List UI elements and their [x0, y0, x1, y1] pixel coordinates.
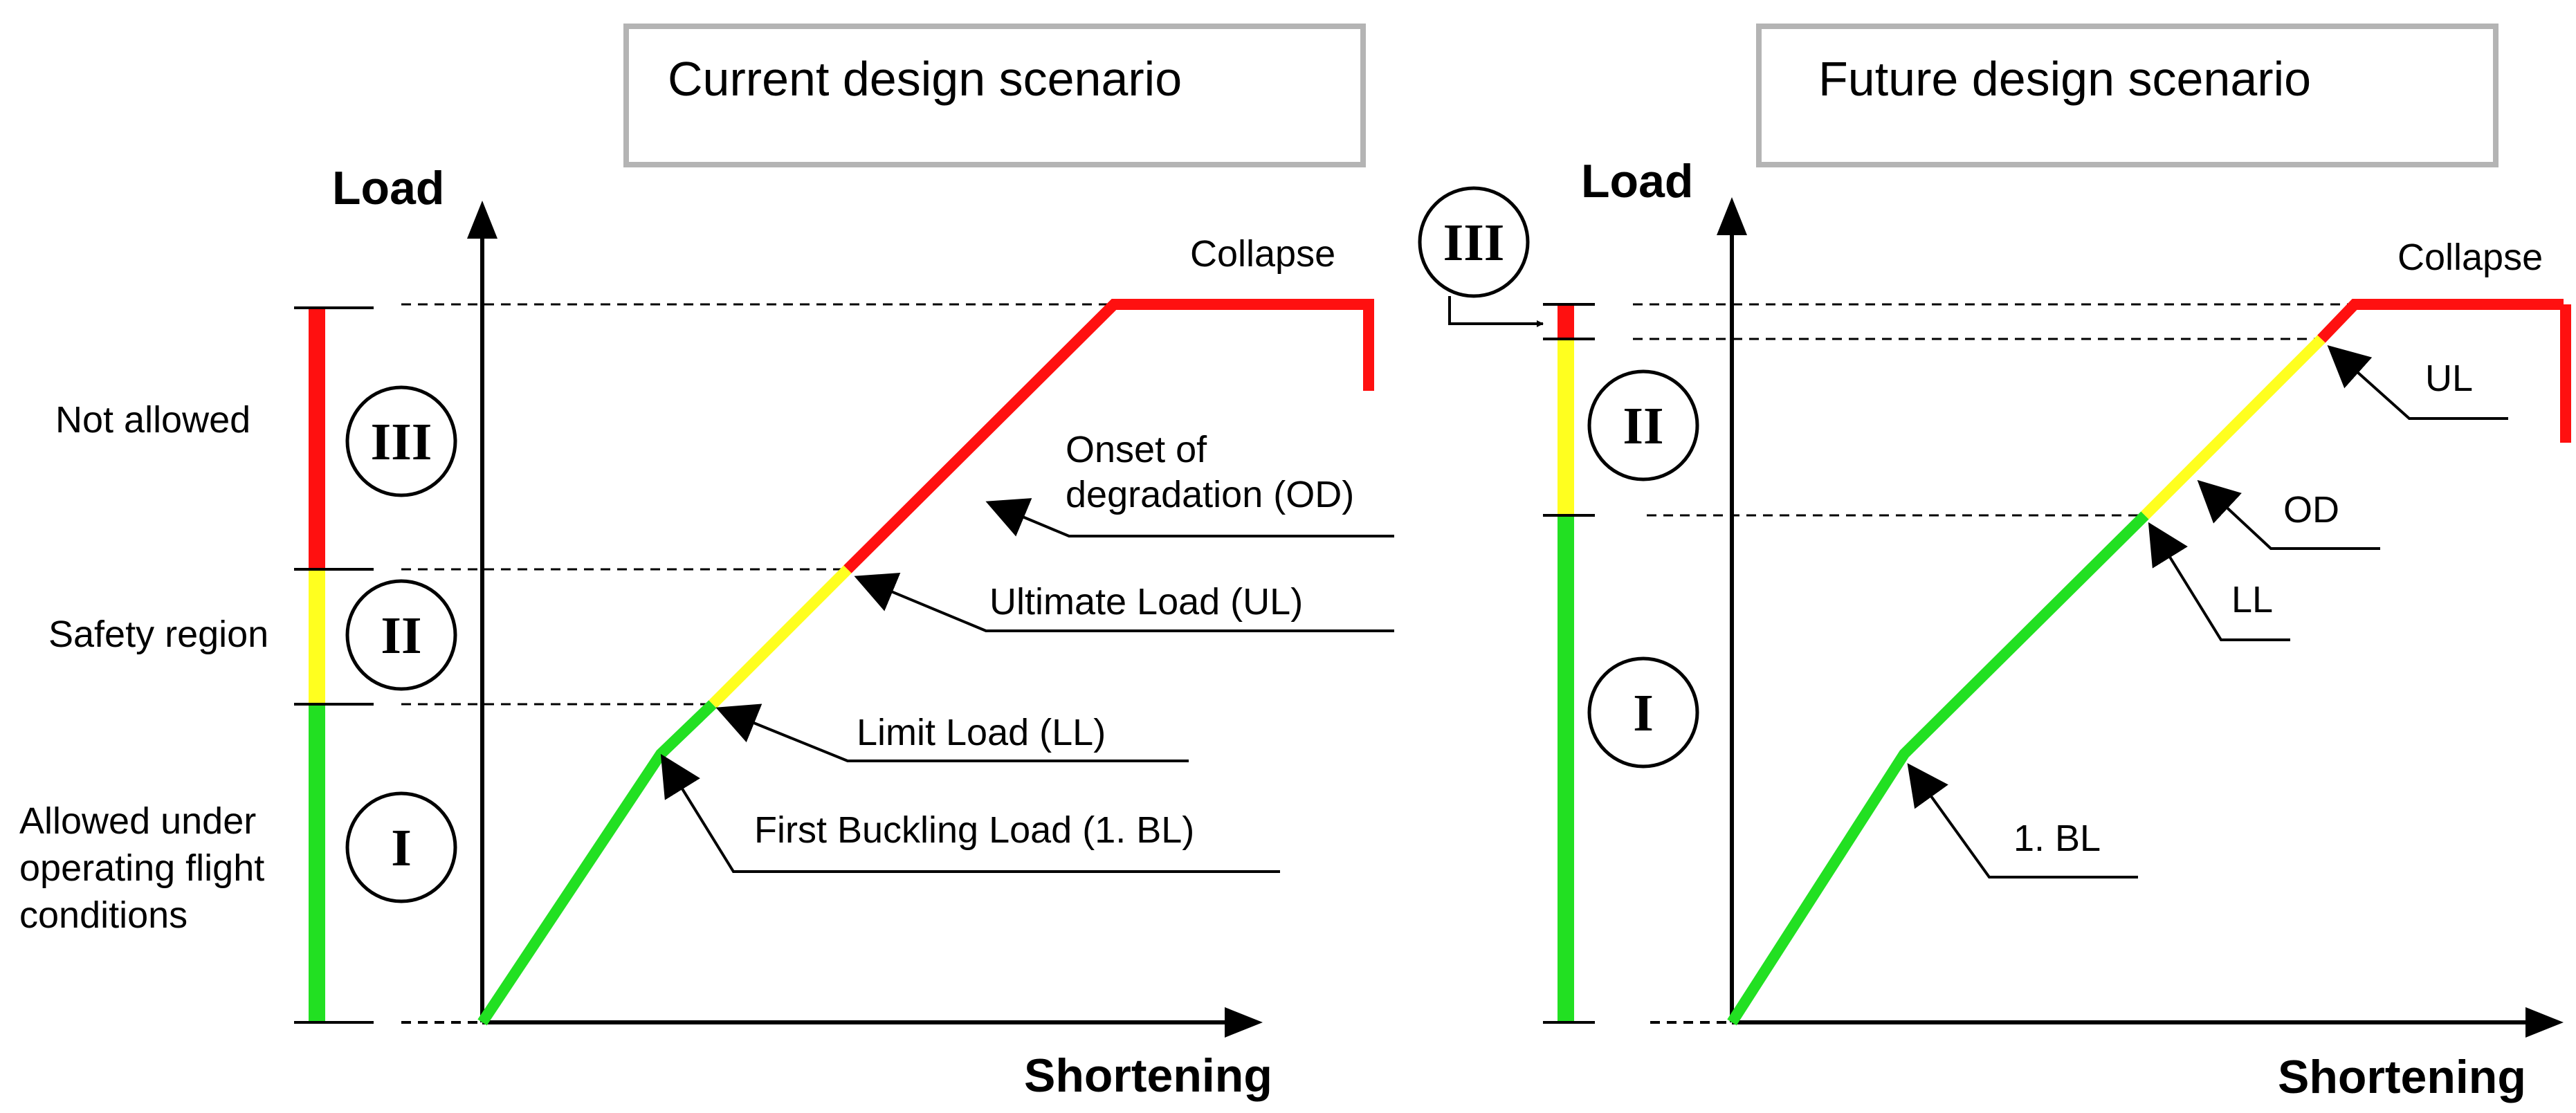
- current-callout-ll-leader: [715, 703, 1189, 762]
- future-callout-od-leader: [2197, 479, 2380, 550]
- future-x-axis-label: Shortening: [2278, 1051, 2526, 1103]
- current-title-box: [623, 24, 1366, 167]
- svg-text:II: II: [381, 607, 421, 665]
- future-title-box: [1756, 24, 2499, 167]
- future-curve-red: [2317, 299, 2564, 343]
- svg-text:II: II: [1623, 397, 1663, 455]
- future-callout-ll: LL: [2231, 579, 2273, 620]
- future-roman-II: II: [1587, 369, 1699, 481]
- future-collapse-label: Collapse: [2397, 237, 2543, 278]
- svg-text:I: I: [1633, 684, 1654, 742]
- region-label-not-allowed: Not allowed: [55, 399, 250, 441]
- current-x-axis-arrow: [1225, 1007, 1263, 1038]
- future-roman-III-pointer: [1448, 296, 1544, 327]
- future-callout-ul-leader: [2327, 344, 2508, 420]
- current-roman-II: II: [345, 579, 457, 691]
- future-callout-bl-leader: [1907, 763, 2138, 879]
- svg-text:I: I: [391, 819, 412, 877]
- current-callout-ll: Limit Load (LL): [857, 712, 1106, 753]
- current-callout-od-line-2: degradation (OD): [1066, 474, 1354, 515]
- future-title: Future design scenario: [1818, 52, 2311, 106]
- region-label-safety: Safety region: [48, 614, 268, 655]
- future-roman-III: III: [1418, 186, 1530, 298]
- future-curve-yellow: [2141, 335, 2326, 519]
- current-y-axis-label: Load: [332, 162, 444, 214]
- region-label-allowed-line-3: conditions: [19, 894, 188, 936]
- future-callout-ul: UL: [2425, 358, 2473, 399]
- current-callout-bl: First Buckling Load (1. BL): [754, 809, 1194, 851]
- future-y-axis-label: Load: [1581, 155, 1693, 208]
- current-callout-bl-leader: [660, 753, 1280, 873]
- current-scenario-panel: Current design scenario Load Shortening …: [19, 24, 1394, 1102]
- current-curve-red: [843, 299, 1374, 573]
- region-label-allowed-line-1: Allowed under: [19, 800, 256, 842]
- current-x-axis-label: Shortening: [1024, 1049, 1272, 1102]
- current-title: Current design scenario: [668, 52, 1182, 106]
- current-callout-od-line-1: Onset of: [1066, 429, 1207, 470]
- future-y-axis-arrow: [1717, 197, 1747, 235]
- current-callout-ul: Ultimate Load (UL): [989, 581, 1303, 623]
- future-callout-od: OD: [2283, 489, 2339, 531]
- future-callout-ll-leader: [2148, 522, 2290, 641]
- future-roman-I: I: [1587, 656, 1699, 769]
- future-curve-green: [1727, 511, 2149, 1026]
- svg-text:III: III: [371, 413, 432, 471]
- svg-text:III: III: [1443, 214, 1505, 272]
- current-curve-green: [477, 700, 717, 1026]
- future-x-axis-arrow: [2525, 1007, 2564, 1038]
- current-callout-ul-leader: [854, 573, 1394, 632]
- current-collapse-label: Collapse: [1190, 233, 1335, 275]
- current-callout-od-leader: [985, 498, 1394, 537]
- current-roman-I: I: [345, 791, 457, 903]
- future-callout-bl: 1. BL: [2013, 818, 2101, 859]
- future-scenario-panel: Future design scenario Load Shortening C…: [1418, 24, 2571, 1103]
- current-roman-III: III: [345, 385, 457, 497]
- current-curve-yellow: [709, 565, 852, 708]
- current-y-axis-arrow: [467, 201, 497, 239]
- region-label-allowed-line-2: operating flight: [19, 847, 264, 889]
